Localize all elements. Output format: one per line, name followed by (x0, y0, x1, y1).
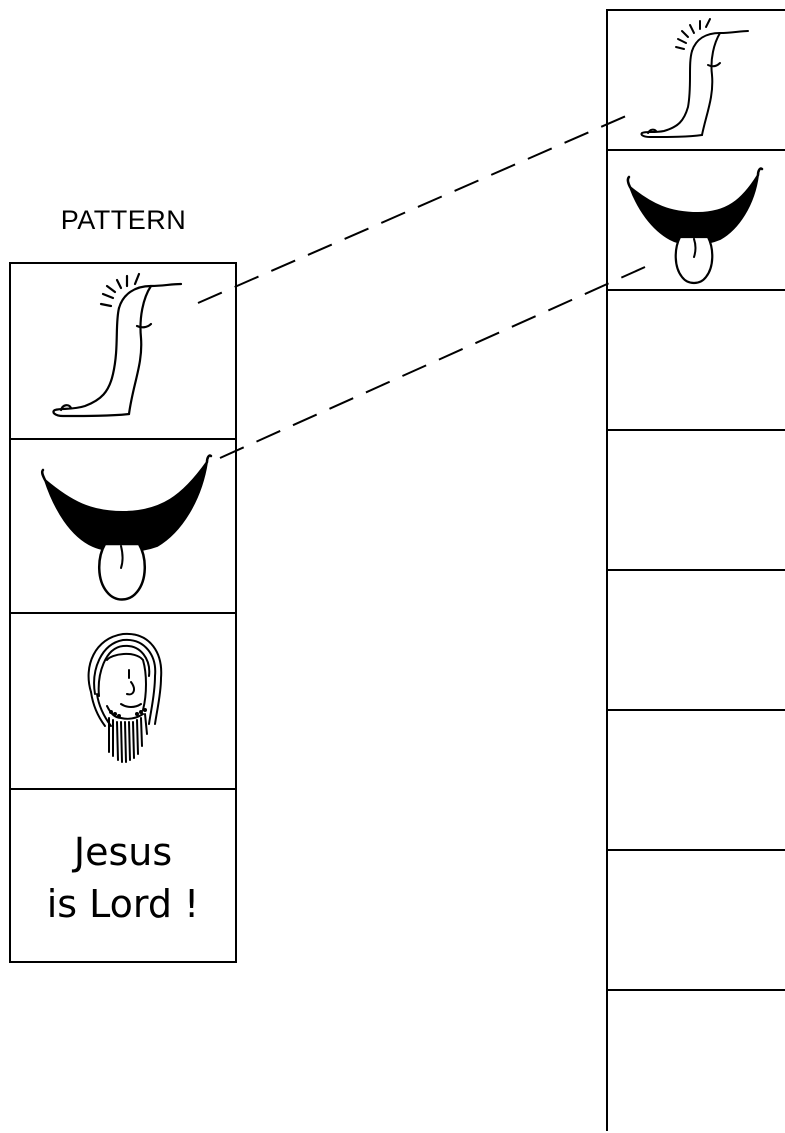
mouth-tongue-icon (608, 151, 785, 291)
connector-line-knee (198, 116, 626, 303)
pattern-strip: Jesus is Lord ! (9, 262, 237, 963)
knee-leg-icon (608, 11, 785, 151)
caption-line-1: Jesus (11, 826, 235, 878)
strip-cell-blank (608, 431, 785, 571)
strip-cell-mouth (608, 151, 785, 291)
jesus-face-icon (11, 614, 235, 788)
strip-cell-blank (608, 851, 785, 991)
strip-cell-knee (608, 11, 785, 151)
strip-cell-blank (608, 571, 785, 711)
strip-cell-blank (608, 711, 785, 851)
bracelet-strip (606, 9, 785, 1131)
knee-leg-icon (11, 264, 235, 438)
pattern-cell-mouth (11, 440, 235, 614)
strip-cell-blank (608, 291, 785, 431)
pattern-cell-knee (11, 264, 235, 440)
pattern-cell-caption: Jesus is Lord ! (11, 790, 235, 961)
pattern-title: PATTERN (10, 205, 237, 236)
caption-line-2: is Lord ! (11, 878, 235, 930)
strip-cell-blank (608, 991, 785, 1133)
mouth-tongue-icon (11, 440, 235, 612)
pattern-cell-face (11, 614, 235, 790)
connector-line-mouth (220, 267, 645, 458)
